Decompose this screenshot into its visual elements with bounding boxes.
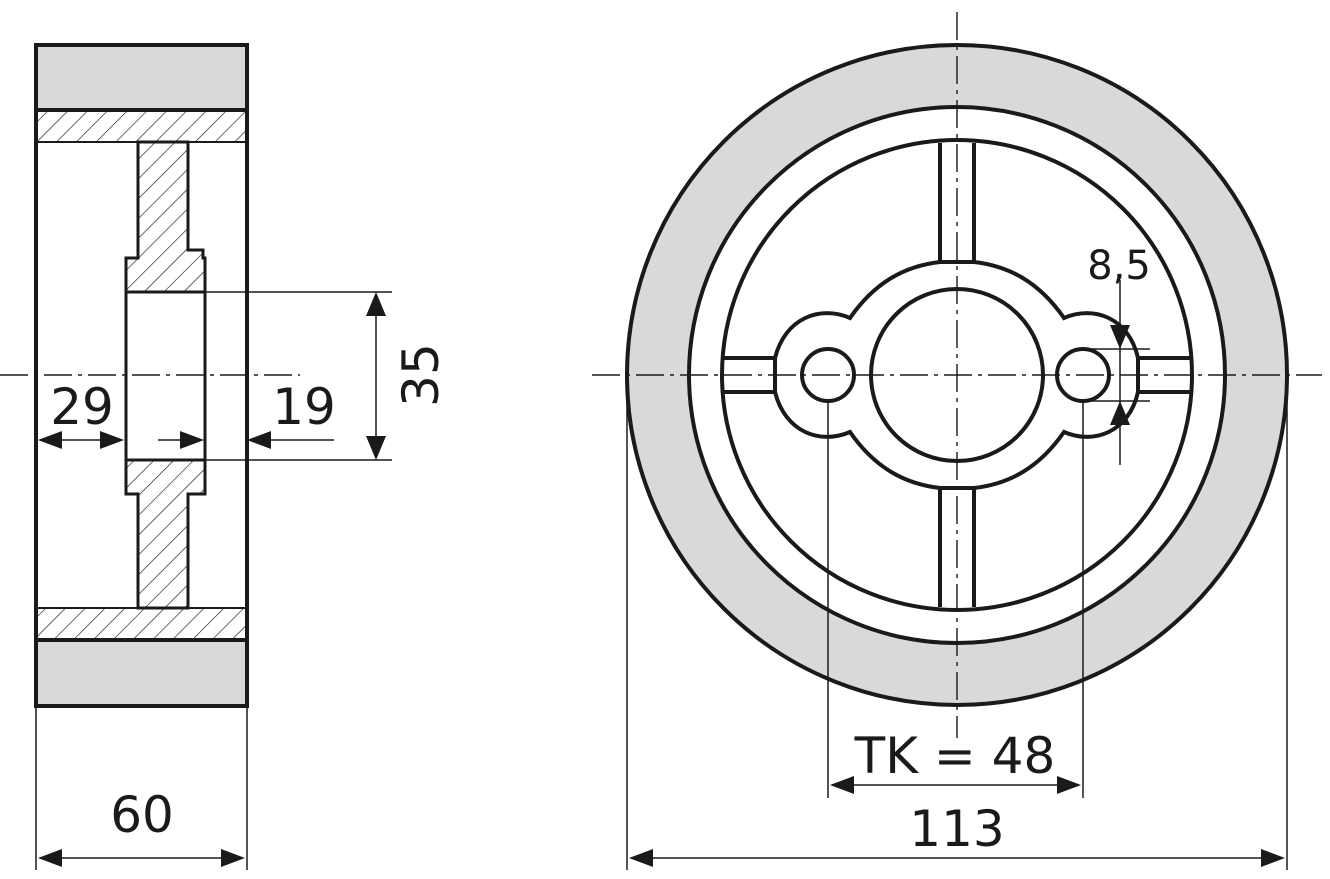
tread-bottom	[34, 638, 249, 708]
side-section-view: 35 29 19 60	[0, 43, 450, 870]
dim-bolt-circle: TK = 48	[827, 401, 1084, 798]
tread-top	[34, 43, 249, 112]
side-bore	[124, 290, 207, 462]
rim-band-bottom	[35, 607, 248, 641]
web-top	[124, 140, 207, 294]
dim-hole: 8,5	[1083, 243, 1151, 465]
dim-hole-label: 8,5	[1087, 243, 1151, 289]
rim-band-top	[35, 109, 248, 143]
web-bottom	[124, 458, 207, 610]
dim-outer-diameter: 113	[626, 400, 1288, 870]
dim-hub-right: 19	[158, 378, 336, 449]
dim-hub-left: 29	[38, 378, 124, 449]
spokes	[723, 143, 1190, 607]
dim-bore-label: 35	[392, 343, 450, 407]
dim-bore: 35	[205, 291, 450, 461]
dim-hub-right-label: 19	[272, 378, 336, 436]
hub-outline	[773, 260, 1140, 490]
dim-outer-diameter-label: 113	[909, 800, 1004, 858]
dim-hub-left-label: 29	[50, 378, 114, 436]
dim-width-label: 60	[110, 786, 174, 844]
dim-width: 60	[35, 706, 248, 870]
dim-bolt-circle-label: TK = 48	[854, 727, 1056, 785]
front-view: 8,5 TK = 48 113	[592, 12, 1322, 870]
